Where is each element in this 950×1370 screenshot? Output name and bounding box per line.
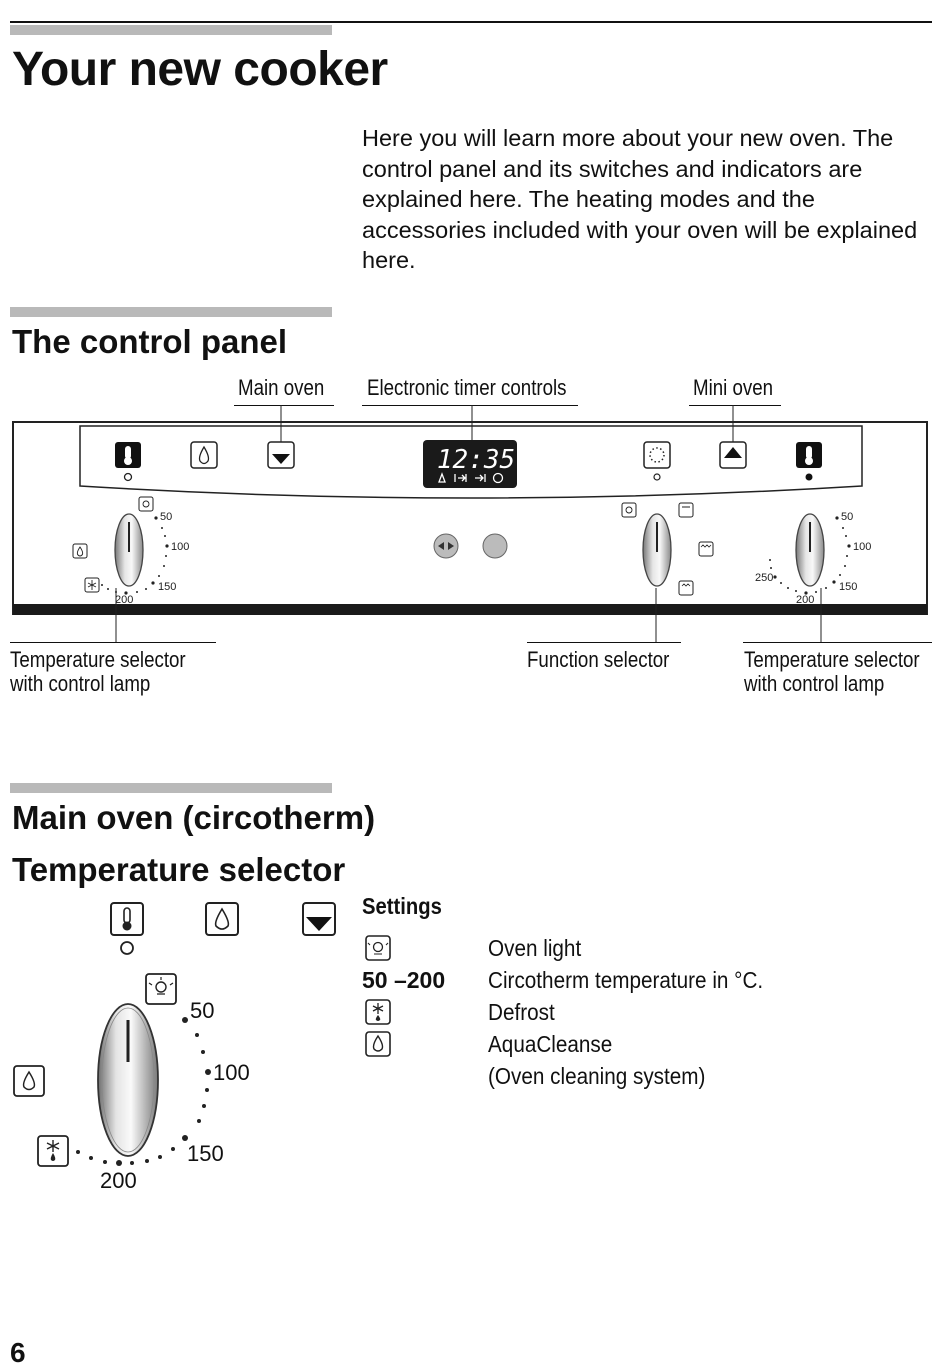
scale-label: 200	[100, 1168, 137, 1193]
settings-row: Defrost	[362, 999, 922, 1031]
control-lamp-off	[653, 473, 661, 481]
mini-oven-callout: Mini oven	[693, 375, 774, 400]
temperature-selector-callout: Temperature selector	[744, 647, 920, 672]
settings-row: 50 –200 Circotherm temperature in °C.	[362, 967, 922, 999]
page-title: Your new cooker	[12, 43, 388, 96]
page-number: 6	[10, 1337, 26, 1368]
aquacleanse-icon	[190, 441, 218, 469]
panel-base	[13, 604, 927, 615]
control-panel-diagram: 12:35	[12, 405, 928, 642]
defrost-icon	[84, 577, 100, 593]
settings-row: Oven light	[362, 935, 922, 967]
scale-label: 150	[187, 1141, 224, 1166]
timer-indicator-icons	[438, 472, 504, 484]
scale-label: 250	[755, 572, 773, 584]
callout-underline	[362, 405, 578, 406]
section-bar	[10, 307, 332, 317]
settings-key: 50 –200	[362, 967, 446, 993]
settings-value: (Oven cleaning system)	[488, 1063, 706, 1089]
settings-value: Oven light	[488, 935, 582, 961]
thermometer-icon	[796, 442, 822, 468]
main-oven-heading: Main oven (circotherm)	[12, 799, 376, 836]
scale-label: 150	[158, 581, 176, 593]
arrow-down-icon	[302, 902, 336, 936]
function-selector-callout: Function selector	[527, 647, 670, 672]
arrow-up-icon	[719, 441, 747, 469]
callout-underline	[743, 642, 932, 643]
thermometer-icon	[110, 902, 144, 936]
right-scale-dots	[769, 516, 851, 595]
timer-callout: Electronic timer controls	[367, 375, 567, 400]
thermometer-icon	[115, 442, 141, 468]
settings-value: Circotherm temperature in °C.	[488, 967, 764, 993]
main-oven-callout: Main oven	[238, 375, 325, 400]
temperature-selector-callout: with control lamp	[744, 671, 885, 696]
scale-label: 100	[171, 541, 189, 553]
section-bar	[10, 25, 332, 35]
top-rule	[10, 21, 932, 23]
temperature-selector-diagram: 50 100 150 200	[13, 902, 336, 1193]
temperature-selector-callout: with control lamp	[10, 671, 151, 696]
scale-dots	[76, 1017, 211, 1166]
oven-light-icon	[621, 502, 637, 518]
top-heat-icon	[678, 502, 694, 518]
timer-set-button	[482, 533, 508, 559]
oven-light-icon	[365, 935, 391, 961]
defrost-icon	[365, 999, 391, 1025]
settings-value: Defrost	[488, 999, 555, 1025]
callout-underline	[234, 405, 334, 406]
control-panel-heading: The control panel	[12, 323, 288, 360]
scale-label: 200	[115, 594, 133, 606]
timer-time: 12:35	[437, 445, 515, 475]
callout-underline	[527, 642, 681, 643]
settings-title: Settings	[362, 893, 442, 919]
settings-row: AquaCleanse	[362, 1031, 922, 1063]
aquacleanse-icon	[72, 543, 88, 559]
left-scale-dots	[101, 516, 169, 595]
scale-label: 150	[839, 581, 857, 593]
timer-dotted-icon	[643, 441, 671, 469]
scale-label: 100	[213, 1060, 250, 1085]
bottom-heat-icon	[678, 580, 694, 596]
section-bar	[10, 783, 332, 793]
defrost-icon	[37, 1135, 69, 1167]
control-lamp-on	[805, 473, 813, 481]
settings-row: (Oven cleaning system)	[362, 1063, 922, 1095]
temperature-selector-heading: Temperature selector	[12, 851, 346, 888]
settings-value: AquaCleanse	[488, 1031, 613, 1057]
timer-select-button	[433, 533, 459, 559]
scale-label: 50	[160, 511, 172, 523]
scale-label: 50	[190, 998, 214, 1023]
callout-underline	[10, 642, 216, 643]
temperature-selector-callout: Temperature selector	[10, 647, 186, 672]
intro-paragraph: Here you will learn more about your new …	[362, 125, 918, 273]
callout-underline	[689, 405, 781, 406]
control-lamp	[120, 941, 134, 955]
scale-label: 100	[853, 541, 871, 553]
temperature-knob	[97, 1003, 159, 1157]
arrow-down-icon	[267, 441, 295, 469]
grill-icon	[698, 541, 714, 557]
oven-light-icon	[138, 496, 154, 512]
oven-light-icon	[145, 973, 177, 1005]
aquacleanse-icon	[205, 902, 239, 936]
aquacleanse-icon	[365, 1031, 391, 1057]
scale-label: 200	[796, 594, 814, 606]
scale-label: 50	[841, 511, 853, 523]
control-lamp-off	[123, 472, 133, 482]
aquacleanse-icon	[13, 1065, 45, 1097]
